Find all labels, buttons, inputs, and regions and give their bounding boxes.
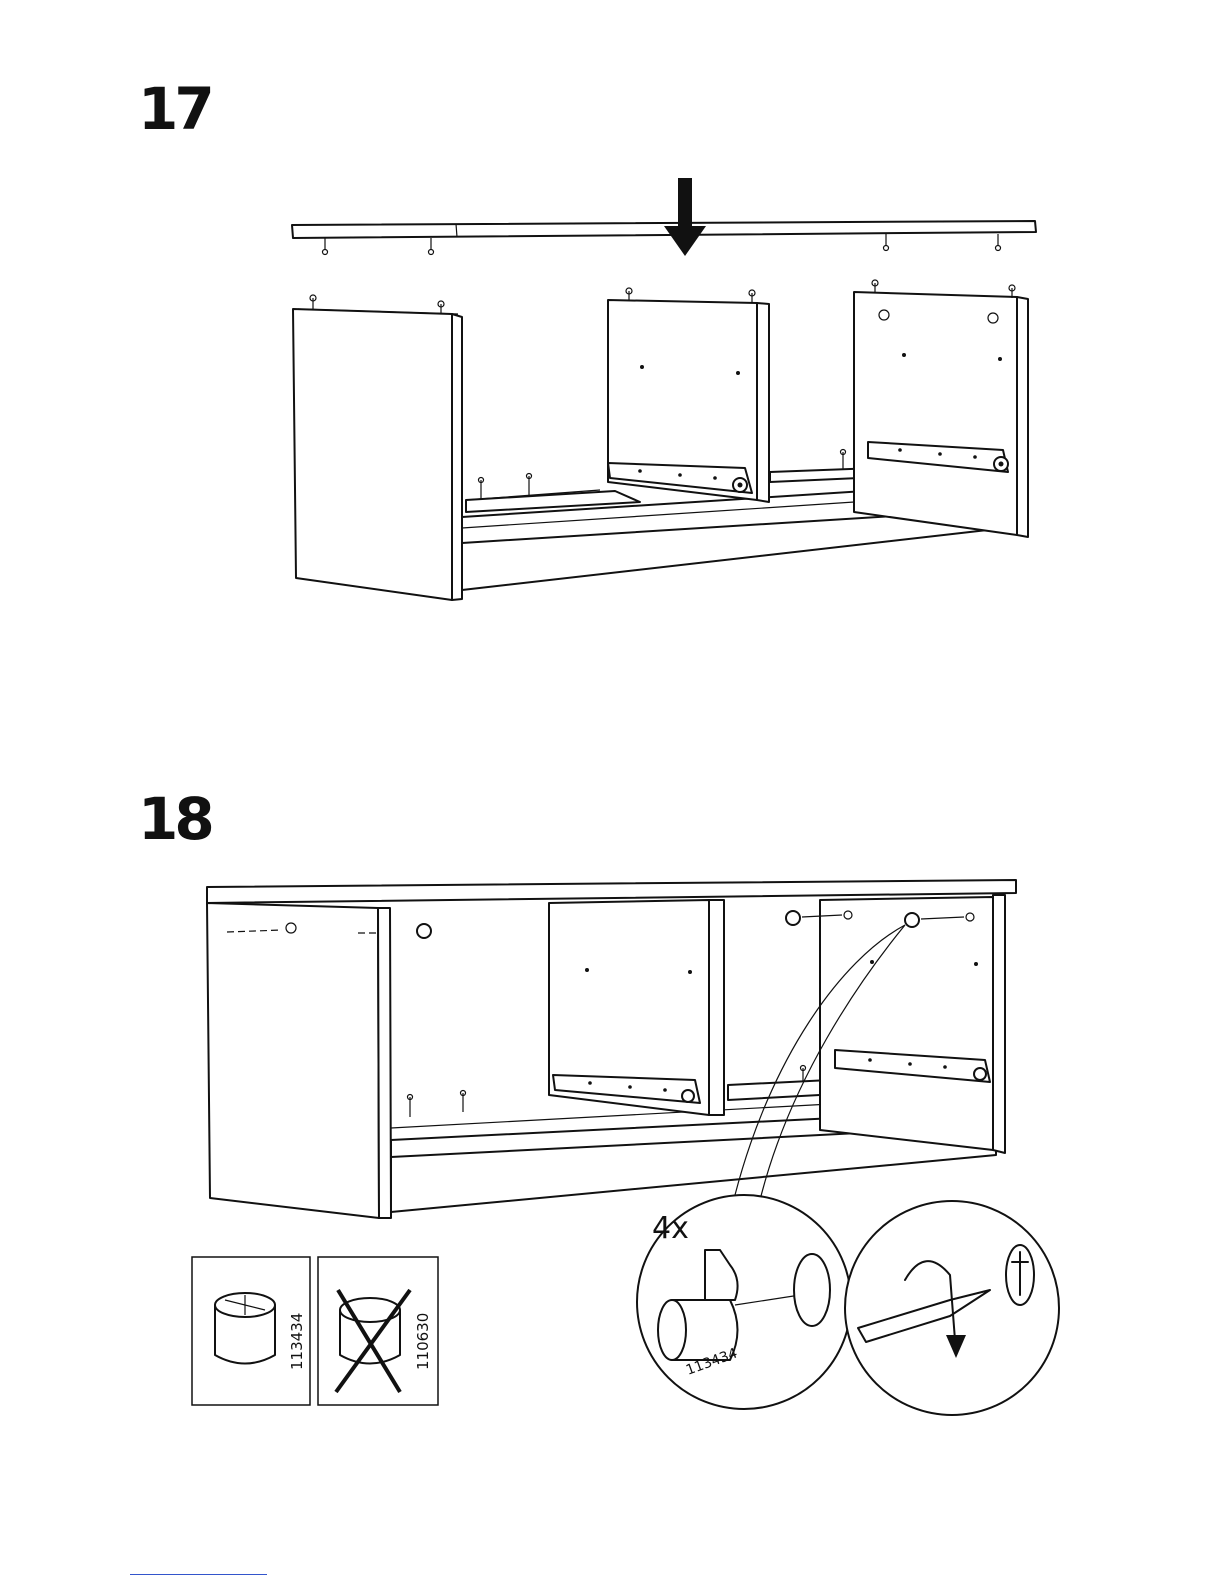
right-side-panel <box>854 280 1028 537</box>
quantity-label: 4x <box>652 1211 689 1246</box>
middle-panel <box>608 288 769 502</box>
wrong-part-box: 110630 <box>318 1257 438 1405</box>
left-side-panel <box>293 295 462 600</box>
footer-link-underline[interactable] <box>130 1572 267 1575</box>
wrong-part-number: 110630 <box>414 1313 432 1370</box>
correct-part-box: 113434 <box>192 1257 310 1405</box>
correct-part-number: 113434 <box>288 1313 306 1370</box>
assembled-left-panel <box>207 903 379 1218</box>
screwdriver-callout <box>845 1201 1059 1415</box>
step17-diagram <box>292 178 1036 600</box>
down-arrow-icon <box>664 178 706 256</box>
top-panel <box>292 221 1036 255</box>
step18-diagram: 113434 4x 113434 110630 <box>192 880 1059 1415</box>
